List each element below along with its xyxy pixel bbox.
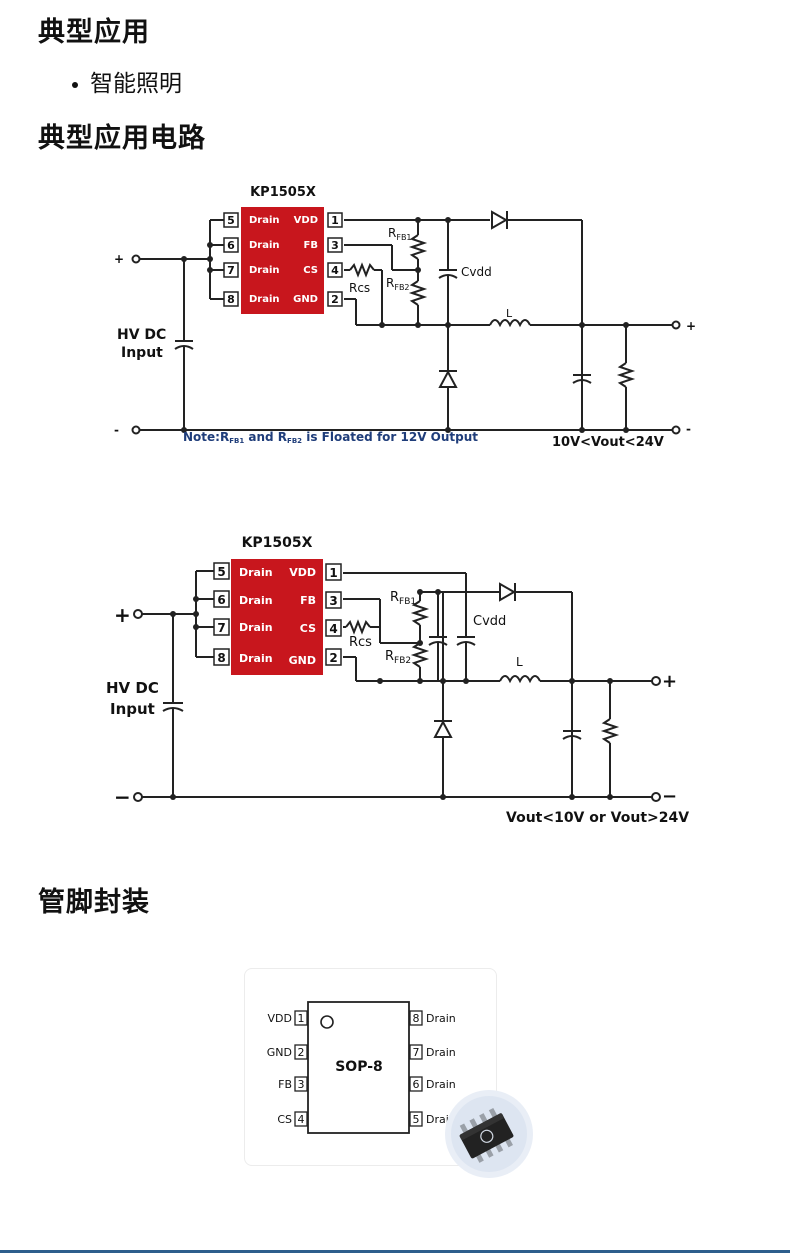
plus-label: + xyxy=(114,603,131,627)
pin-label: Drain xyxy=(239,594,273,607)
pin-number: 5 xyxy=(217,565,225,579)
pin-number: 6 xyxy=(217,593,225,607)
pin-number: 8 xyxy=(217,651,225,665)
cvdd-label: Cvdd xyxy=(461,265,492,279)
pin-number: 6 xyxy=(227,239,235,252)
list-item-label: 智能照明 xyxy=(90,71,182,97)
pin-label: Drain xyxy=(249,215,280,226)
pin-number: 7 xyxy=(413,1046,420,1059)
pin-label: Drain xyxy=(426,1046,456,1059)
pin-label: VDD xyxy=(289,566,316,579)
pin-number: 3 xyxy=(298,1078,305,1091)
pin-label: Drain xyxy=(426,1078,456,1091)
cvdd-label: Cvdd xyxy=(473,614,506,629)
minus-label: - xyxy=(114,423,119,437)
pin-number: 2 xyxy=(329,651,337,665)
pin-number: 1 xyxy=(329,566,337,580)
pin-label: FB xyxy=(278,1078,292,1091)
pin-number: 6 xyxy=(413,1078,420,1091)
pin-label: VDD xyxy=(268,1012,292,1025)
pin-number: 7 xyxy=(227,264,235,277)
pin-label: Drain xyxy=(249,240,280,251)
package-name: SOP-8 xyxy=(335,1059,383,1075)
out-minus-label: - xyxy=(686,422,691,436)
rfb2-label: RFB2 xyxy=(385,649,411,666)
pin-number: 7 xyxy=(217,621,225,635)
pin-label: CS xyxy=(303,265,318,276)
chip-name: KP1505X xyxy=(242,535,313,551)
section-title-typical-apps: 典型应用 xyxy=(38,17,150,48)
section-title-package: 管脚封装 xyxy=(38,887,150,918)
list-item: 智能照明 xyxy=(72,64,182,98)
bullet-icon xyxy=(72,81,78,88)
plus-label: + xyxy=(114,252,124,266)
pin-number: 1 xyxy=(331,214,339,227)
rfb1-label: RFB1 xyxy=(390,590,416,607)
note-text: Note:RFB1 and RFB2 is Floated for 12V Ou… xyxy=(183,430,478,445)
rcs-label: Rcs xyxy=(349,281,370,295)
ic-package-photo-icon xyxy=(445,1090,533,1178)
vout-range: 10V<Vout<24V xyxy=(552,435,664,450)
pin-number: 5 xyxy=(413,1113,420,1126)
pin1-marker-icon xyxy=(320,1015,334,1029)
pin-label: CS xyxy=(277,1113,292,1126)
pin-number: 2 xyxy=(298,1046,305,1059)
pin-number: 8 xyxy=(413,1012,420,1025)
pin-number: 3 xyxy=(331,239,339,252)
input-label-line1: HV DC xyxy=(117,327,166,343)
pin-number: 8 xyxy=(227,293,235,306)
pin-label: GND xyxy=(267,1046,292,1059)
inductor-label: L xyxy=(506,307,513,320)
input-label-line2: Input xyxy=(121,345,163,361)
chip-body xyxy=(231,559,323,675)
input-label-line1: HV DC xyxy=(106,679,159,697)
out-plus-label: + xyxy=(662,671,677,692)
pin-label: Drain xyxy=(249,265,280,276)
pin-label: Drain xyxy=(426,1012,456,1025)
circuit-diagram-2: KP1505X 5 6 7 8 Drain Drain Drain Drain … xyxy=(106,535,689,826)
package-pinout-diagram: SOP-8 1 2 3 4 VDD GND FB CS 8 7 6 5 Drai… xyxy=(267,1001,533,1178)
pin-label: CS xyxy=(300,622,316,635)
vout-range: Vout<10V or Vout>24V xyxy=(506,810,689,826)
pin-label: FB xyxy=(300,594,316,607)
pin-label: Drain xyxy=(239,652,273,665)
rcs-label: Rcs xyxy=(349,635,372,650)
pin-label: Drain xyxy=(249,294,280,305)
out-minus-label: − xyxy=(662,786,677,807)
package-body xyxy=(307,1001,410,1134)
footer-divider xyxy=(0,1250,790,1253)
out-plus-label: + xyxy=(686,319,696,333)
minus-label: − xyxy=(114,785,131,809)
chip-body xyxy=(241,207,324,314)
pin-label: GND xyxy=(289,654,316,667)
pin-number: 4 xyxy=(331,264,339,277)
input-label-line2: Input xyxy=(110,700,155,718)
pin-number: 2 xyxy=(331,293,339,306)
pin-label: GND xyxy=(293,294,318,305)
circuit-diagram-1: KP1505X 5 6 7 8 Drain Drain Drain Drain … xyxy=(114,185,696,450)
inductor-label: L xyxy=(516,655,523,669)
chip-name: KP1505X xyxy=(250,185,316,200)
pin-number: 1 xyxy=(298,1012,305,1025)
section-title-circuit: 典型应用电路 xyxy=(38,123,206,154)
pin-number: 4 xyxy=(298,1113,305,1126)
pin-label: Drain xyxy=(239,566,273,579)
pin-number: 5 xyxy=(227,214,235,227)
pin-label: Drain xyxy=(239,621,273,634)
rfb2-label: RFB2 xyxy=(386,276,410,292)
pin-number: 4 xyxy=(329,622,337,636)
pin-label: VDD xyxy=(294,215,318,226)
pin-label: FB xyxy=(304,240,318,251)
rfb1-label: RFB1 xyxy=(388,226,412,242)
pin-number: 3 xyxy=(329,594,337,608)
